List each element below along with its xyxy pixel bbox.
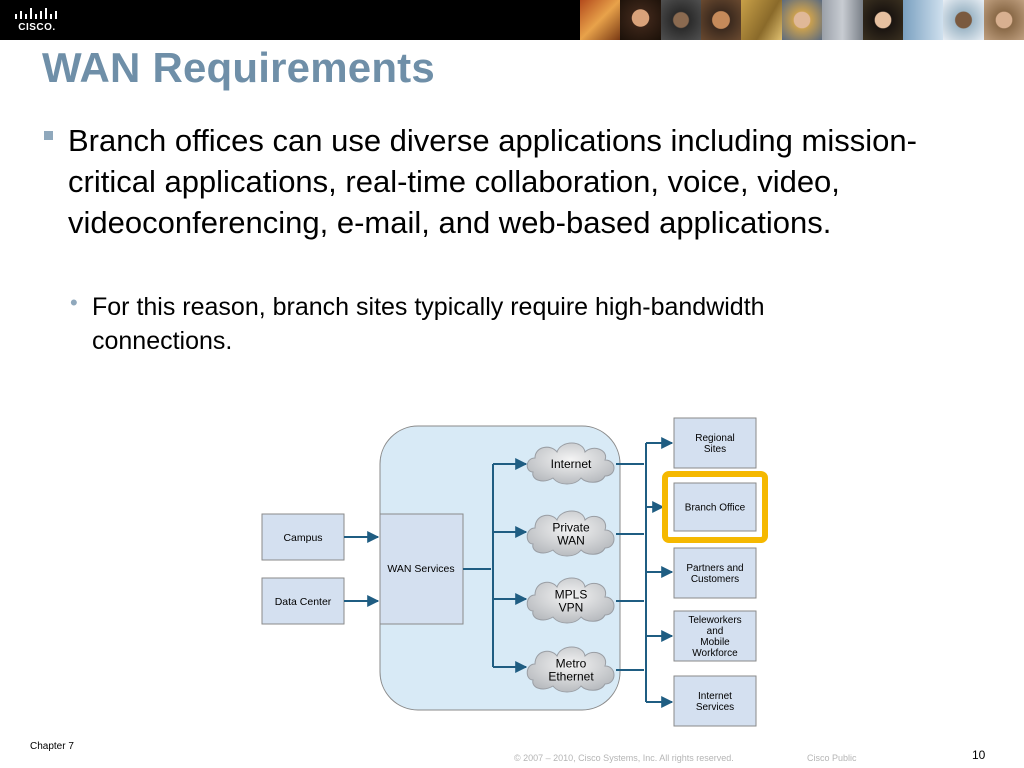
square-bullet-icon [44,131,53,140]
header-bar: CISCO. [0,0,1024,40]
branch-office-highlight [662,471,768,543]
footer-classification: Cisco Public [807,753,857,763]
bullet-main-text: Branch offices can use diverse applicati… [68,123,917,240]
data-center-label: Data Center [275,596,332,608]
data-center-box [261,577,345,625]
wan-services-label: WAN Services [387,563,454,575]
teleworkers-box [673,610,757,662]
logo-text: CISCO. [18,22,56,33]
photo-tile [741,0,782,40]
internet-services-box [673,675,757,727]
cloud-private-wan [526,510,615,557]
photo-tile [983,0,1024,40]
photo-strip [580,0,1024,40]
bullet-sub-text: For this reason, branch sites typically … [92,293,765,355]
cloud-metro-ethernet [526,646,615,693]
wan-diagram: Campus Data Center WAN Services Internet… [261,417,768,727]
photo-tile [660,0,702,40]
campus-label: Campus [283,532,322,544]
footer-chapter: Chapter 7 [30,741,74,752]
campus-box [261,513,345,561]
cloud-mpls-vpn [526,577,615,624]
regional-sites-box [673,417,757,469]
photo-tile [822,0,863,40]
cloud-label-internet: Internet [551,457,592,471]
branch-office-label: Branch Office [685,503,746,514]
photo-tile [781,0,823,40]
photo-tile [862,0,903,40]
photo-tile [620,0,661,40]
partners-box [673,547,757,599]
slide-title: WAN Requirements [42,44,435,91]
footer-copyright: © 2007 – 2010, Cisco Systems, Inc. All r… [514,753,734,763]
dot-bullet-icon: • [70,290,78,315]
cisco-bridge-icon [15,8,57,19]
branch-office-box [673,482,757,532]
cisco-logo: CISCO. [12,6,62,34]
cloud-internet [526,442,615,485]
page-number: 10 [972,748,986,762]
photo-tile [902,0,944,40]
photo-tile [943,0,984,40]
photo-tile [701,0,742,40]
wan-services-box [379,513,464,625]
photo-tile [580,0,621,40]
